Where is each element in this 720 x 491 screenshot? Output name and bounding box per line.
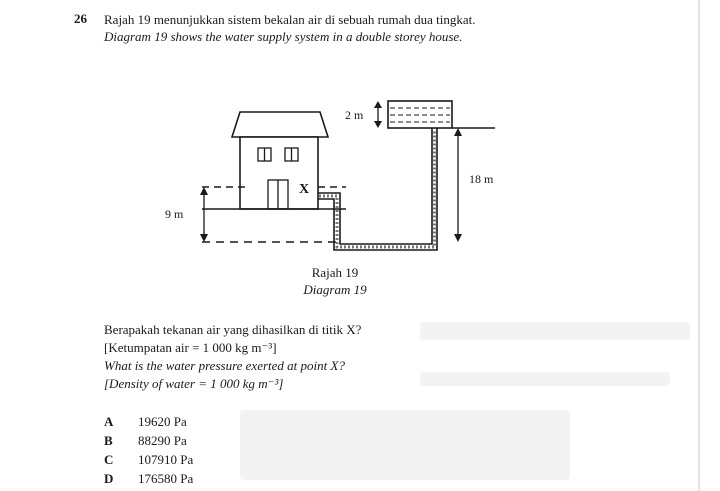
- option-letter: C: [104, 452, 114, 467]
- stem-malay: Rajah 19 menunjukkan sistem bekalan air …: [104, 12, 476, 27]
- option-letter: D: [104, 471, 114, 486]
- option-value: 107910 Pa: [138, 452, 194, 467]
- question-prompt: Berapakah tekanan air yang dihasilkan di…: [104, 321, 361, 393]
- caption-malay: Rajah 19: [311, 265, 359, 280]
- water-pipe-inner: [318, 128, 438, 251]
- option-value: 19620 Pa: [138, 414, 187, 429]
- label-point-x: X: [299, 182, 309, 197]
- answer-options: A 19620 Pa B 88290 Pa C 107910 Pa D 1765…: [104, 412, 193, 488]
- question-number: 26: [74, 11, 87, 26]
- label-18m: 18 m: [469, 172, 494, 186]
- option-value: 88290 Pa: [138, 433, 187, 448]
- stem-english: Diagram 19 shows the water supply system…: [104, 29, 463, 44]
- dimension-arrow-9m: [200, 187, 208, 242]
- option-b[interactable]: B 88290 Pa: [104, 431, 193, 450]
- question-stem: Rajah 19 menunjukkan sistem bekalan air …: [104, 11, 476, 45]
- house-roof: [230, 111, 330, 138]
- density-english: [Density of water = 1 000 kg m⁻³]: [104, 376, 284, 391]
- window-icon: [257, 147, 272, 162]
- option-letter: A: [104, 414, 114, 429]
- caption-english: Diagram 19: [303, 282, 367, 297]
- option-letter: B: [104, 433, 113, 448]
- water-pipe-outer: [318, 128, 433, 245]
- house-wall: [239, 136, 319, 210]
- show-through-text: [240, 410, 570, 480]
- diagram-caption: Rajah 19 Diagram 19: [290, 264, 380, 298]
- option-a[interactable]: A 19620 Pa: [104, 412, 193, 431]
- water-supply-diagram: X 2 m 18 m 9 m: [165, 100, 495, 251]
- show-through-text: [420, 322, 690, 340]
- window-icon: [284, 147, 299, 162]
- option-c[interactable]: C 107910 Pa: [104, 450, 193, 469]
- prompt-malay: Berapakah tekanan air yang dihasilkan di…: [104, 322, 362, 337]
- page-edge-shadow: [698, 0, 700, 491]
- show-through-text: [420, 372, 670, 386]
- water-pipe-fill: [319, 130, 436, 249]
- prompt-english: What is the water pressure exerted at po…: [104, 358, 345, 373]
- label-9m: 9 m: [165, 207, 184, 221]
- label-2m: 2 m: [345, 108, 364, 122]
- density-malay: [Ketumpatan air = 1 000 kg m⁻³]: [104, 340, 277, 355]
- dimension-arrow-18m: [454, 128, 462, 242]
- option-value: 176580 Pa: [138, 471, 194, 486]
- dimension-arrow-2m: [374, 101, 382, 128]
- option-d[interactable]: D 176580 Pa: [104, 469, 193, 488]
